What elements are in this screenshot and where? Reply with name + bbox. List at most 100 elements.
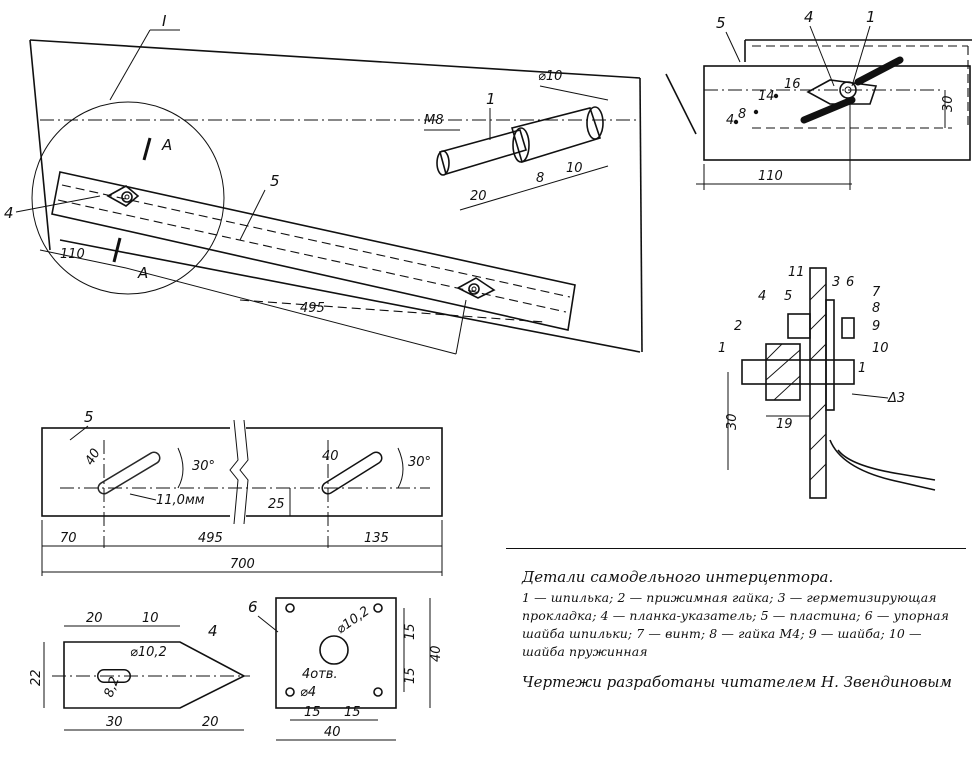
angle-arc — [177, 447, 184, 489]
caption-block: Детали самодельного интерцептора. 1 — шп… — [522, 568, 962, 691]
part-label-5: 5 — [84, 408, 94, 426]
plate-dim: 40 — [82, 446, 103, 468]
caption-title: Детали самодельного интерцептора. — [522, 568, 834, 586]
leader-5 — [69, 425, 89, 441]
hull-section — [829, 439, 936, 491]
section-part-label: 6 — [846, 275, 854, 290]
section-part-label: 5 — [784, 289, 792, 304]
dim-line-110 — [39, 249, 127, 269]
stud-detail — [844, 86, 852, 94]
washer-dim: 40 — [324, 725, 341, 740]
plate-dim: 70 — [60, 531, 77, 546]
section-part-label: 3 — [832, 275, 840, 290]
ext-line — [455, 299, 467, 355]
pointer-section — [787, 313, 811, 339]
plate-dim: 11,0мм — [156, 493, 205, 508]
stud-section — [741, 359, 855, 385]
part-label-4: 4 — [804, 8, 814, 26]
hole — [753, 109, 759, 115]
pointer-4-view: 4 20 10 ⌀10,2 8,2 22 30 20 — [29, 611, 250, 731]
washer-hole — [373, 687, 383, 697]
dim-delta3: Δ3 — [887, 391, 905, 406]
washer-dim: ⌀4 — [300, 685, 316, 700]
washer-dim: 15 — [304, 705, 321, 720]
washer-outline — [275, 597, 397, 709]
dim-495: 495 — [300, 301, 325, 316]
section-label-A-bottom: А — [137, 264, 148, 282]
detail-callout-circle — [31, 101, 225, 295]
stud-collar — [512, 127, 530, 163]
washer-dim: 15 — [403, 667, 418, 684]
part-label-5: 5 — [270, 172, 280, 190]
hull-section — [837, 449, 936, 481]
part-label-1: 1 — [866, 8, 876, 26]
pointer-4-right — [456, 277, 496, 299]
pointer-dim: 10 — [142, 611, 159, 626]
leader-delta3 — [851, 393, 889, 399]
pointer-dim: ⌀10,2 — [130, 645, 167, 660]
transom-line — [665, 73, 697, 135]
hidden-line — [239, 299, 546, 323]
leader — [129, 493, 157, 501]
dim-8: 8 — [536, 171, 544, 186]
plate-dim: 30° — [408, 455, 431, 470]
stud-nut-part — [510, 107, 602, 164]
washer-6-view: 6 ⌀10,2 15 40 15 4отв. ⌀4 15 15 40 — [248, 597, 444, 741]
section-part-label: 2 — [734, 319, 742, 334]
note-14: 14 — [758, 89, 775, 104]
leader-4 — [809, 25, 835, 87]
hull-right-edge — [639, 77, 643, 353]
leader-5 — [725, 31, 741, 63]
hole — [733, 119, 739, 125]
washer-dim: 40 — [429, 645, 444, 662]
transom-edge — [29, 39, 51, 251]
part-label-1: 1 — [486, 90, 496, 108]
washer-dim: 15 — [344, 705, 361, 720]
pointer-4-left — [106, 185, 140, 207]
section-mark-top — [142, 137, 152, 161]
leader-d10 — [539, 85, 609, 101]
pointer-dim: 30 — [106, 715, 123, 730]
plate-detail — [703, 65, 971, 161]
pointer-dim: 22 — [29, 669, 44, 686]
break-gap — [230, 420, 246, 524]
caption-rule — [506, 548, 966, 549]
angle-arc — [397, 447, 404, 489]
break-line — [229, 419, 239, 525]
pointer-outline — [63, 641, 246, 709]
section-part-label: 4 — [758, 289, 766, 304]
note-16: 16 — [784, 77, 801, 92]
stud-head — [586, 106, 604, 140]
dim-line-stud — [459, 165, 609, 211]
part-label-4: 4 — [208, 622, 218, 640]
stud-view: 1 М8 ⌀10 20 8 10 — [424, 69, 609, 211]
washer-dim: 4отв. — [302, 667, 338, 682]
section-view: 30 19 Δ3 11 3 6 7 4 5 8 9 10 2 1 1 — [718, 265, 936, 499]
plate-dim: 30° — [192, 459, 215, 474]
plate-5-view: 5 40 30° 11,0мм 40 30° 25 70 495 135 700 — [41, 408, 443, 576]
section-part-label: 10 — [872, 341, 889, 356]
dim-19: 19 — [776, 417, 793, 432]
callout-leader — [109, 29, 151, 101]
section-part-label: 7 — [872, 285, 881, 300]
transom-section — [809, 267, 827, 499]
pointer-dim: 20 — [202, 715, 219, 730]
pointer-detail — [806, 79, 878, 105]
section-part-label: 8 — [872, 301, 880, 316]
main-view: I А А 4 5 110 495 — [4, 12, 643, 355]
leader-5 — [239, 189, 266, 241]
dim-10: 10 — [566, 161, 583, 176]
part-label-5: 5 — [716, 14, 726, 32]
washer-center-hole — [319, 635, 349, 665]
dim-110: 110 — [758, 169, 783, 184]
note-4: 4 — [726, 113, 734, 128]
stud-shaft — [439, 129, 527, 176]
caption-credit: Чертежи разработаны читателем Н. Звендин… — [522, 673, 952, 691]
nut-section — [841, 317, 855, 339]
stud-end — [436, 150, 450, 176]
plate-dim: 135 — [364, 531, 389, 546]
dim-d10: ⌀10 — [538, 69, 562, 84]
washer-hole — [285, 603, 295, 613]
pointer-dim: 20 — [86, 611, 103, 626]
